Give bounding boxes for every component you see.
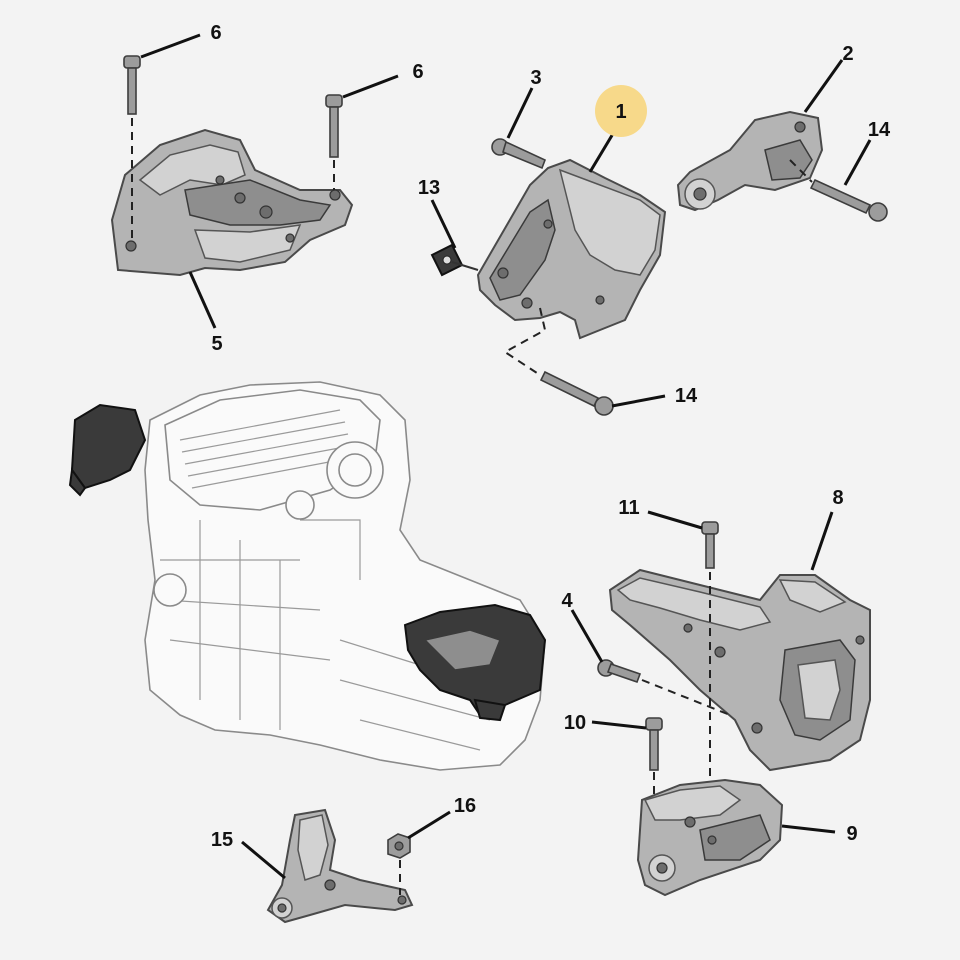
label-11: 11 bbox=[618, 497, 639, 519]
part-13-washer bbox=[430, 243, 479, 277]
label-13: 13 bbox=[418, 177, 440, 199]
part-10-bolt bbox=[645, 717, 663, 771]
part-2-torque-rod bbox=[676, 110, 824, 212]
part-8-bracket bbox=[608, 568, 871, 772]
part-6-bolt-right bbox=[325, 94, 343, 158]
highlight-circle bbox=[595, 85, 647, 137]
part-16-nut bbox=[387, 833, 411, 859]
part-15-small-bracket bbox=[266, 808, 414, 924]
part-6-bolt-left bbox=[123, 55, 141, 115]
part-11-bolt bbox=[701, 521, 719, 569]
label-3: 3 bbox=[530, 67, 541, 89]
label-16: 16 bbox=[454, 795, 476, 817]
label-9: 9 bbox=[846, 823, 857, 845]
part-3-bolt bbox=[491, 138, 547, 170]
part-5-engine-mount bbox=[110, 128, 354, 277]
part-14-bolt-upper bbox=[809, 178, 888, 222]
callout-labels: 1 2 3 4 5 6 6 8 9 10 11 13 14 14 15 16 bbox=[210, 22, 891, 851]
label-6a: 6 bbox=[210, 22, 221, 44]
part-4-bolt bbox=[597, 659, 642, 684]
label-8: 8 bbox=[832, 487, 843, 509]
label-2: 2 bbox=[842, 43, 853, 65]
label-14a: 14 bbox=[868, 119, 891, 141]
part-14-bolt-lower bbox=[539, 370, 614, 416]
part-1-bracket bbox=[476, 158, 667, 340]
engine-gearbox-assembly bbox=[68, 381, 547, 771]
label-6b: 6 bbox=[412, 61, 423, 83]
label-15: 15 bbox=[211, 829, 233, 851]
label-10: 10 bbox=[564, 712, 586, 734]
label-1: 1 bbox=[615, 101, 626, 123]
part-9-lower-mount bbox=[636, 778, 784, 897]
label-4: 4 bbox=[561, 590, 573, 612]
label-14b: 14 bbox=[675, 385, 698, 407]
label-5: 5 bbox=[211, 333, 222, 355]
